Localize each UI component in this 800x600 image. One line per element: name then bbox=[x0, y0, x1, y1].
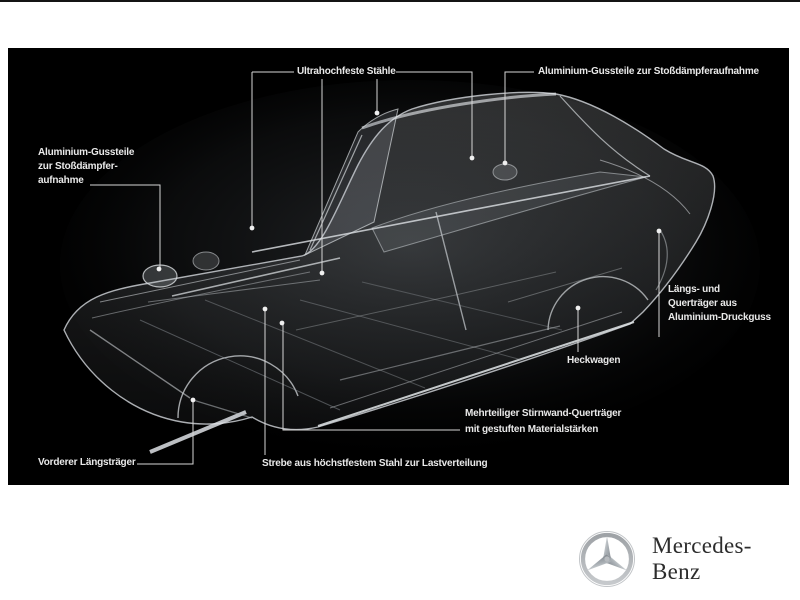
callout-label-line: Aluminium-Druckguss bbox=[668, 312, 771, 323]
callout-longitudinal-cross-members: Längs- und Querträger aus Aluminium-Druc… bbox=[668, 283, 771, 325]
callout-rear-end: Heckwagen bbox=[567, 354, 620, 368]
callout-aluminium-castings-rear: Aluminium-Gussteile zur Stoßdämpferaufna… bbox=[538, 65, 759, 79]
callout-load-distribution-strut: Strebe aus höchstfestem Stahl zur Lastve… bbox=[262, 457, 488, 471]
callout-label: Ultrahochfeste Stähle bbox=[297, 66, 396, 77]
callout-label-line: Aluminium-Gussteile bbox=[38, 147, 135, 158]
callout-label-line: Mehrteiliger Stirnwand-Querträger bbox=[465, 408, 622, 419]
mercedes-star-icon bbox=[579, 531, 635, 587]
callout-ultra-high-strength-steels: Ultrahochfeste Stähle bbox=[297, 65, 396, 79]
callout-label-line: Längs- und bbox=[668, 284, 720, 295]
brand-logo-lockup: Mercedes-Benz bbox=[576, 524, 792, 594]
callout-label-line: mit gestuften Materialstärken bbox=[465, 424, 599, 435]
top-edge-line bbox=[0, 0, 800, 2]
callout-label: Vorderer Längsträger bbox=[38, 457, 136, 468]
callout-aluminium-castings-front: Aluminium-Gussteile zur Stoßdämpfer- auf… bbox=[38, 146, 134, 188]
callout-label: Aluminium-Gussteile zur Stoßdämpferaufna… bbox=[538, 66, 759, 77]
callout-label-line: Querträger aus bbox=[668, 298, 737, 309]
callout-label: Heckwagen bbox=[567, 355, 621, 366]
diagram-panel bbox=[8, 48, 789, 485]
callout-label-line: aufnahme bbox=[38, 175, 84, 186]
callout-bulkhead-cross-member: Mehrteiliger Stirnwand-Querträger mit ge… bbox=[465, 406, 621, 438]
brand-wordmark: Mercedes-Benz bbox=[652, 533, 752, 584]
callout-label-line: zur Stoßdämpfer- bbox=[38, 161, 118, 172]
callout-label: Strebe aus höchstfestem Stahl zur Lastve… bbox=[262, 458, 488, 469]
callout-front-longitudinal-member: Vorderer Längsträger bbox=[38, 456, 136, 470]
